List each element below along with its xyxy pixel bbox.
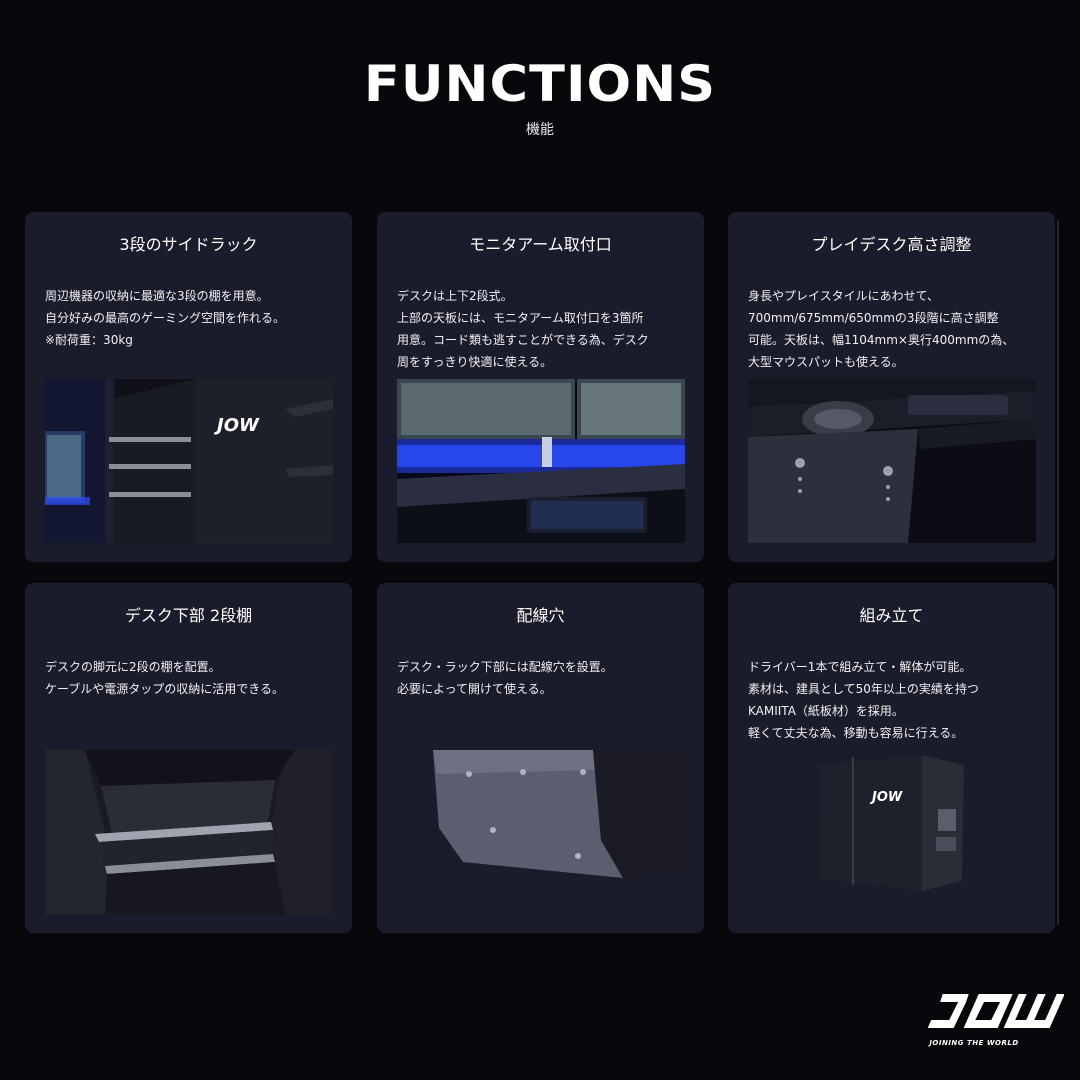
- feature-card-side-rack: 3段のサイドラック 周辺機器の収納に最適な3段の棚を用意。 自分好みの最高のゲー…: [25, 212, 352, 562]
- monitor-arm-photo: [397, 379, 685, 543]
- card-title: 3段のサイドラック: [119, 235, 258, 254]
- card-description: 身長やプレイスタイルにあわせて、 700mm/675mm/650mmの3段階に高…: [748, 285, 1040, 373]
- feature-card-assembly: 組み立て ドライバー1本で組み立て・解体が可能。 素材は、建具として50年以上の…: [728, 583, 1055, 933]
- page-title: FUNCTIONS: [363, 55, 717, 113]
- card-text-line: 必要によって開けて使える。: [397, 682, 552, 696]
- card-text-line: 大型マウスパットも使える。: [748, 355, 904, 369]
- cable-hole-photo: [433, 750, 684, 880]
- feature-card-lower-shelf: デスク下部 2段棚 デスクの脚元に2段の棚を配置。 ケーブルや電源タップの収納に…: [25, 583, 352, 933]
- card-title: プレイデスク高さ調整: [811, 235, 972, 254]
- side-rack-photo: JOW: [45, 379, 333, 543]
- card-text-line: 可能。天板は、幅1104mm×奥行400mmの為、: [748, 333, 1015, 347]
- logo-tagline: JOINING THE WORLD: [929, 1039, 1019, 1047]
- desk-height-photo: [748, 379, 1036, 543]
- page-edge-divider: [1057, 220, 1059, 925]
- card-text-line: 自分好みの最高のゲーミング空間を作れる。: [45, 311, 286, 325]
- card-text-line: 用意。コード類も逃すことができる為、デスク: [397, 333, 649, 347]
- card-text-line: デスクは上下2段式。: [397, 289, 513, 303]
- card-description: デスク・ラック下部には配線穴を設置。 必要によって開けて使える。: [397, 656, 689, 700]
- card-text-line: 周をすっきり快適に使える。: [397, 355, 553, 369]
- card-title: デスク下部 2段棚: [124, 606, 253, 625]
- svg-text:JOW: JOW: [214, 415, 260, 436]
- lower-shelf-photo: [45, 750, 333, 914]
- card-description: デスクの脚元に2段の棚を配置。 ケーブルや電源タップの収納に活用できる。: [45, 656, 337, 700]
- card-description: 周辺機器の収納に最適な3段の棚を用意。 自分好みの最高のゲーミング空間を作れる。…: [45, 285, 337, 351]
- card-text-line: 上部の天板には、モニタアーム取付口を3箇所: [397, 311, 644, 325]
- card-text-line: 素材は、建具として50年以上の実績を持つ: [748, 682, 979, 696]
- card-text-line: デスク・ラック下部には配線穴を設置。: [397, 660, 613, 674]
- feature-card-cable-hole: 配線穴 デスク・ラック下部には配線穴を設置。 必要によって開けて使える。: [377, 583, 704, 933]
- card-text-line: ※耐荷重：30kg: [45, 333, 133, 347]
- feature-card-monitor-arm: モニタアーム取付口 デスクは上下2段式。 上部の天板には、モニタアーム取付口を3…: [377, 212, 704, 562]
- card-title: 配線穴: [516, 606, 565, 625]
- card-description: ドライバー1本で組み立て・解体が可能。 素材は、建具として50年以上の実績を持つ…: [748, 656, 1040, 744]
- card-title: モニタアーム取付口: [469, 235, 612, 254]
- card-text-line: KAMIITA（紙板材）を採用。: [748, 704, 904, 718]
- jow-logo: [927, 994, 1064, 1028]
- assembly-photo: JOW: [812, 753, 972, 893]
- feature-card-desk-height: プレイデスク高さ調整 身長やプレイスタイルにあわせて、 700mm/675mm/…: [728, 212, 1055, 562]
- card-text-line: ケーブルや電源タップの収納に活用できる。: [45, 682, 285, 696]
- card-text-line: デスクの脚元に2段の棚を配置。: [45, 660, 221, 674]
- svg-text:JOW: JOW: [869, 790, 903, 805]
- page-subtitle: 機能: [526, 122, 554, 138]
- card-text-line: 身長やプレイスタイルにあわせて、: [748, 289, 940, 303]
- card-text-line: 700mm/675mm/650mmの3段階に高さ調整: [748, 311, 999, 325]
- card-text-line: 周辺機器の収納に最適な3段の棚を用意。: [45, 289, 269, 303]
- card-text-line: ドライバー1本で組み立て・解体が可能。: [748, 660, 972, 674]
- card-title: 組み立て: [859, 606, 924, 625]
- card-description: デスクは上下2段式。 上部の天板には、モニタアーム取付口を3箇所 用意。コード類…: [397, 285, 689, 373]
- card-text-line: 軽くて丈夫な為、移動も容易に行える。: [748, 726, 964, 740]
